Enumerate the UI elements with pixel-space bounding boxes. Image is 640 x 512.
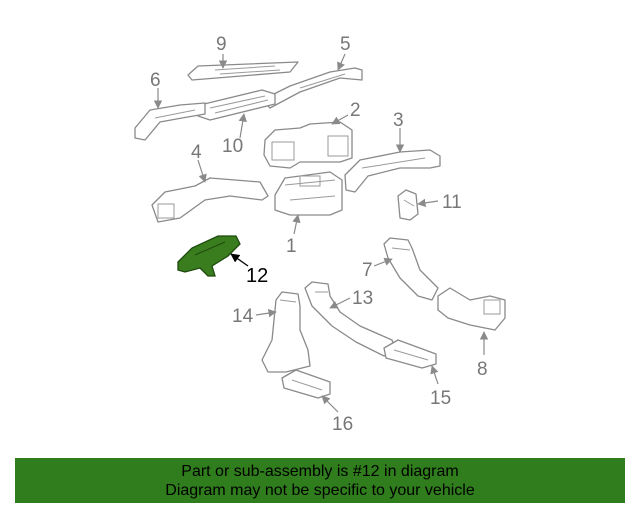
callout-14: 14 [232,306,254,327]
part-15-floor-outlet[interactable] [383,339,437,369]
part-14-left-rear-duct[interactable] [261,291,311,373]
callout-8: 8 [477,359,488,380]
part-13-floor-duct[interactable] [304,281,397,357]
callout-12: 12 [246,265,268,287]
banner-line-2: Diagram may not be specific to your vehi… [165,481,475,499]
part-3-right-duct[interactable] [344,149,441,193]
callout-15: 15 [430,388,451,409]
part-4-left-duct[interactable] [151,177,269,223]
callout-13: 13 [352,288,373,309]
callout-10: 10 [222,136,243,157]
callout-9: 9 [216,34,227,55]
info-banner: Part or sub-assembly is #12 in diagram D… [15,458,625,503]
callout-3: 3 [393,110,404,131]
part-12-highlighted-duct[interactable] [177,235,241,277]
parts-diagram: 9 5 6 10 2 3 4 11 1 12 7 13 14 8 15 16 [134,34,506,435]
part-1-center-housing[interactable] [274,171,343,216]
callout-6: 6 [150,70,161,91]
callout-2: 2 [350,100,361,121]
part-10-center-nozzle[interactable] [197,89,276,121]
banner-line-1: Part or sub-assembly is #12 in diagram [181,462,459,480]
callout-16: 16 [332,414,353,435]
part-2-center-duct[interactable] [263,121,353,169]
callout-7: 7 [362,260,373,281]
part-5-defroster-duct[interactable] [261,67,363,109]
part-8-rear-outlet[interactable] [437,287,506,331]
callout-11: 11 [442,192,462,213]
part-11-clip[interactable] [397,189,419,221]
part-6-side-duct[interactable] [134,102,206,141]
part-16-floor-outlet[interactable] [281,369,331,399]
callout-1: 1 [286,236,297,257]
callout-5: 5 [340,34,351,55]
part-7-rear-duct[interactable] [383,237,439,301]
part-9-defroster-plate[interactable] [187,61,299,81]
leader-lines [153,53,489,413]
callout-4: 4 [191,142,202,163]
